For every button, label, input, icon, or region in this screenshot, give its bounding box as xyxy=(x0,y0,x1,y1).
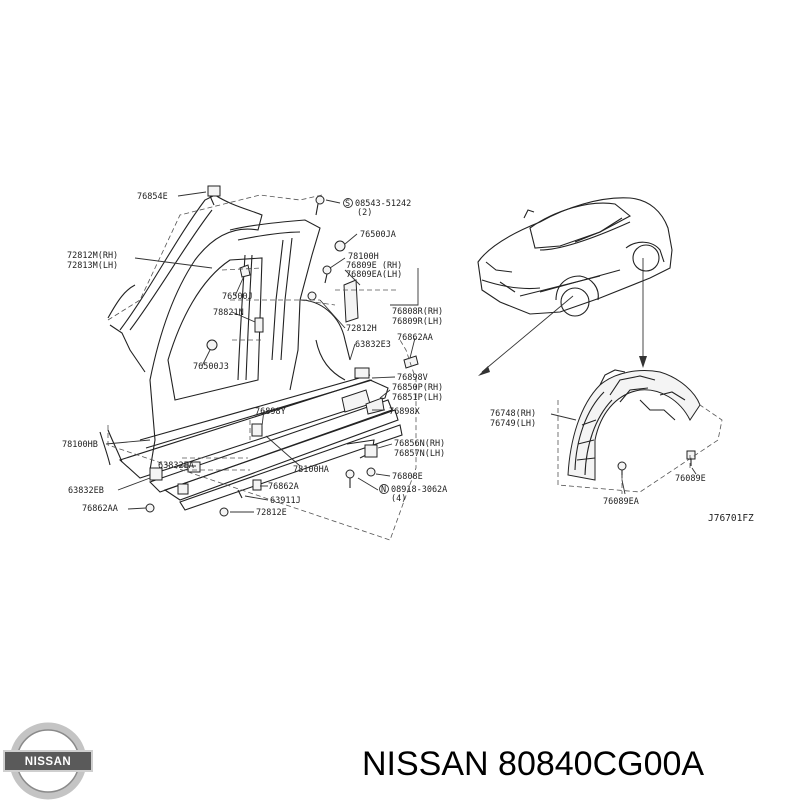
seal-76809E xyxy=(343,279,359,323)
clip-76854E xyxy=(207,185,221,197)
clip-76089EA xyxy=(617,461,627,471)
label-76500JA: 76500JA xyxy=(360,230,396,240)
label-76862AA-top: 76862AA xyxy=(397,333,433,343)
label-76809EA: 76809EA(LH) xyxy=(346,270,402,280)
label-63911J: 63911J xyxy=(270,496,301,506)
label-08543-51242: 08543-51242 xyxy=(355,199,411,209)
label-76089E: 76089E xyxy=(675,474,706,484)
label-76808R: 76808R(RH) xyxy=(392,307,443,317)
label-76749: 76749(LH) xyxy=(490,419,536,429)
label-76809E: 76809E (RH) xyxy=(346,261,402,271)
label-76808E: 76808E xyxy=(392,472,423,482)
label-72813M: 72813M(LH) xyxy=(67,261,118,271)
label-72812M: 72812M(RH) xyxy=(67,251,118,261)
label-63832E3: 63832E3 xyxy=(355,340,391,350)
label-76862A: 76862A xyxy=(268,482,299,492)
clip-76500JA xyxy=(334,240,346,252)
label-72812E: 72812E xyxy=(256,508,287,518)
nissan-logo: NISSAN xyxy=(3,722,93,800)
label-76500J: 76500J xyxy=(222,292,253,302)
logo-bar xyxy=(3,750,93,772)
label-78821N: 78821N xyxy=(213,308,244,318)
label-63832EB: 63832EB xyxy=(68,486,104,496)
label-08543-qty: (2) xyxy=(357,208,372,218)
diagram-reference-code: J76701FZ xyxy=(708,513,754,524)
label-78100HA: 78100HA xyxy=(293,465,329,475)
label-78100H: 78100H xyxy=(348,252,379,262)
label-76089EA: 76089EA xyxy=(603,497,639,507)
logo-text: NISSAN xyxy=(25,756,71,768)
label-76898Y: 76898Y xyxy=(255,407,286,417)
label-08918-3062A: 08918-3062A xyxy=(391,485,447,495)
bracket-76850P xyxy=(341,389,371,413)
label-76850P: 76850P(RH) xyxy=(392,383,443,393)
label-78100HB: 78100HB xyxy=(62,440,98,450)
label-76748: 76748(RH) xyxy=(490,409,536,419)
symbol-n: N xyxy=(381,485,386,495)
pointer-arrows xyxy=(478,258,647,376)
symbol-s: S xyxy=(345,199,350,209)
label-76809R: 76809R(LH) xyxy=(392,317,443,327)
part-labels: 76854E S 08543-51242 (2) 76500JA 72812M(… xyxy=(62,192,447,518)
leader-lines xyxy=(105,191,419,513)
fender-protector xyxy=(567,369,701,481)
label-76898V: 76898V xyxy=(397,373,428,383)
label-08918-qty: (4) xyxy=(391,494,406,504)
label-72812H: 72812H xyxy=(346,324,377,334)
part-title: NISSAN 80840CG00A xyxy=(362,745,704,783)
label-76856N: 76856N(RH) xyxy=(394,439,445,449)
label-76898X: 76898X xyxy=(389,407,421,417)
label-76857N: 76857N(LH) xyxy=(394,449,445,459)
label-63832EA: 63832EA xyxy=(158,461,194,471)
label-76862AA-bottom: 76862AA xyxy=(82,504,118,514)
label-76851P: 76851P(LH) xyxy=(392,393,443,403)
label-76854E: 76854E xyxy=(137,192,168,202)
body-side-assembly xyxy=(99,185,419,517)
label-76500J3: 76500J3 xyxy=(193,362,229,372)
car-silhouette xyxy=(477,197,673,317)
